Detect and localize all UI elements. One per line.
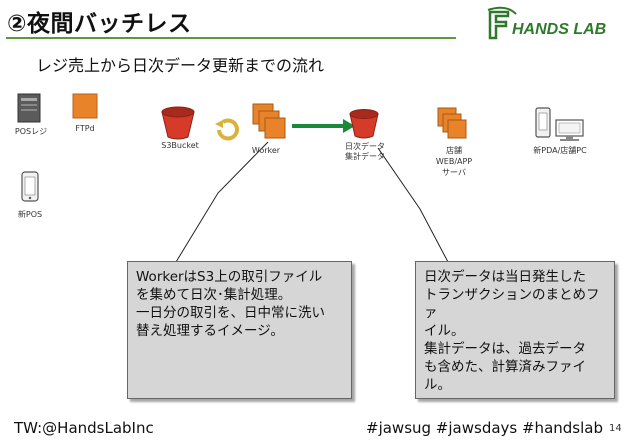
- store-server-label-2: WEB/APP: [435, 157, 473, 166]
- ftpd-label: FTPd: [75, 124, 95, 133]
- store-server-label-3: サーバ: [442, 168, 466, 177]
- pos-register-label: POSレジ: [14, 127, 48, 136]
- slide-subtitle: レジ売上から日次データ更新までの流れ: [36, 56, 325, 75]
- store-server-instances-icon: [437, 107, 467, 139]
- data-callout-text: 日次データは当日発生した トランザクションのまとめファ イル。 集計データは、過…: [424, 269, 600, 393]
- worker-instances-icon: [252, 103, 286, 139]
- callout-pointer-lines: [175, 141, 449, 263]
- aggregate-data-label: 集計データ: [345, 152, 385, 161]
- s3-bucket-icon: [161, 106, 195, 140]
- slide-title: ②夜間バッチレス: [7, 11, 192, 37]
- worker-label: Worker: [251, 146, 281, 155]
- ftpd-icon: [72, 93, 98, 119]
- header-divider: [6, 37, 456, 39]
- footer-twitter-handle: TW:@HandsLabInc: [14, 419, 154, 437]
- worker-callout-text: WorkerはS3上の取引ファイル を集めて日次･集計処理。 一日分の取引を、日…: [136, 269, 325, 339]
- new-pos-label: 新POS: [17, 210, 43, 219]
- data-callout: 日次データは当日発生した トランザクションのまとめファ イル。 集計データは、過…: [415, 261, 615, 399]
- pda-and-pc-icon: [535, 107, 584, 141]
- daily-data-label: 日次データ: [345, 142, 385, 151]
- logo-text: HANDS LAB: [512, 21, 606, 38]
- s3-bucket-label: S3Bucket: [161, 141, 199, 150]
- daily-data-bucket-icon: [349, 109, 379, 139]
- flow-arrow-icon: [292, 119, 355, 133]
- pos-register-icon: [17, 93, 41, 123]
- page-number: 14: [609, 423, 622, 434]
- refresh-cycle-icon: [215, 118, 239, 141]
- new-pos-phone-icon: [21, 171, 39, 202]
- store-server-label-1: 店舗: [446, 146, 462, 155]
- hands-lab-logo: HANDS LAB: [487, 6, 606, 40]
- worker-callout: WorkerはS3上の取引ファイル を集めて日次･集計処理。 一日分の取引を、日…: [127, 261, 352, 399]
- footer-hashtags: #jawsug #jawsdays #handslab: [366, 419, 603, 437]
- new-pda-label: 新PDA/店舗PC: [533, 146, 587, 155]
